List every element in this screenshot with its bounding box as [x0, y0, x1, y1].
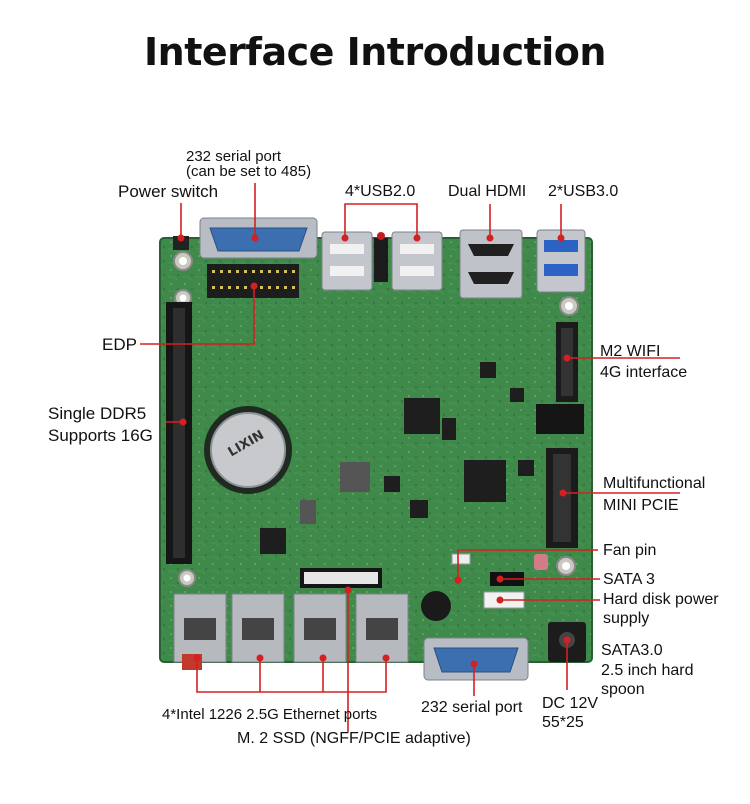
label-ddr-line2: Supports 16G [48, 426, 153, 445]
label-ethernet: 4*Intel 1226 2.5G Ethernet ports [162, 706, 378, 723]
db9-serial-bottom [423, 637, 529, 681]
label-serial-top-line2: (can be set to 485) [186, 163, 312, 180]
usb2-ports [321, 231, 443, 291]
ddr5-slot [166, 302, 192, 564]
label-dc-line2: 55*25 [542, 714, 584, 731]
right-header [536, 404, 584, 434]
label-minipcie-line2: MINI PCIE [603, 497, 679, 514]
cmos-battery: LIXIN [204, 406, 292, 494]
callout-lines [140, 183, 680, 732]
label-hdd-power-line2: supply [603, 610, 650, 627]
label-ddr-line1: Single DDR5 [48, 404, 147, 423]
label-usb2: 4*USB2.0 [345, 183, 416, 200]
power-switch [173, 236, 189, 250]
edp-header [207, 264, 299, 298]
label-m2wifi-line2: 4G interface [600, 364, 688, 381]
label-serial-bottom: 232 serial port [421, 699, 523, 716]
label-hdd-power-line1: Hard disk power [603, 591, 719, 608]
label-sata-hdd-line1: SATA3.0 [601, 642, 663, 659]
page-title: Interface Introduction [144, 30, 606, 74]
fan-pin [451, 553, 471, 565]
label-fan: Fan pin [603, 542, 657, 559]
label-m2wifi-line1: M2 WIFI [600, 343, 661, 360]
mini-pcie-slot [546, 448, 578, 548]
hdmi-ports [459, 229, 523, 299]
label-edp: EDP [102, 335, 137, 354]
label-m2ssd: M. 2 SSD (NGFF/PCIE adaptive) [237, 730, 471, 747]
label-sata-hdd-line2: 2.5 inch hard [601, 662, 694, 679]
chips [260, 362, 534, 554]
m2-ssd-slot [300, 568, 382, 588]
ethernet-ports [173, 593, 409, 670]
label-serial-top-line1: 232 serial port [186, 148, 282, 165]
callout-dots [177, 234, 571, 668]
capacitor [534, 554, 548, 570]
usb3-ports [536, 229, 586, 293]
label-sata3: SATA 3 [603, 571, 655, 588]
label-minipcie-line1: Multifunctional [603, 475, 706, 492]
label-sata-hdd-line3: spoon [601, 681, 645, 698]
label-usb3: 2*USB3.0 [548, 183, 619, 200]
label-power-switch: Power switch [118, 182, 219, 201]
label-dc-line1: DC 12V [542, 695, 599, 712]
buzzer [421, 591, 451, 621]
label-hdmi: Dual HDMI [448, 183, 527, 200]
m2-wifi-slot [556, 322, 578, 402]
